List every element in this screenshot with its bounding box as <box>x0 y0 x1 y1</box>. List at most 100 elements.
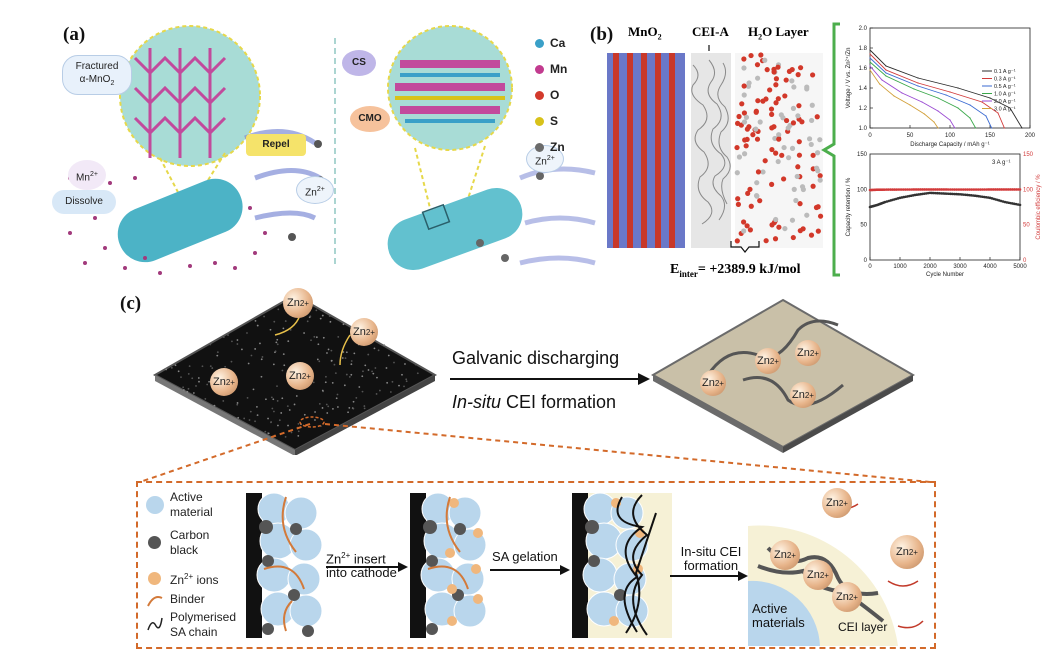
zn-ion-swatch <box>148 572 161 585</box>
chart2-point <box>939 188 943 191</box>
chart2-point <box>960 193 964 196</box>
fractured-mno2-zoom-circle <box>119 25 261 167</box>
chart2-point <box>1001 188 1005 191</box>
chart2-xtick-label: 3000 <box>953 264 967 270</box>
chart2-ytick-label: 0 <box>864 258 868 264</box>
chart1-series-line <box>869 65 956 129</box>
cei-layer-label: CEI layer <box>838 620 888 634</box>
chart1-point <box>957 87 959 89</box>
chart1-ytick-label: 1.0 <box>859 126 868 132</box>
step-1-label: Zn2+ insert into cathode <box>326 551 397 581</box>
chart1-point <box>991 127 993 129</box>
chart2-point <box>953 192 956 196</box>
mn-swatch <box>535 64 544 74</box>
chart2-xtick-label: 5000 <box>1013 264 1027 270</box>
chart2-point <box>938 192 941 195</box>
chart1-point <box>921 101 923 103</box>
green-bracket <box>821 22 840 277</box>
chart2-point <box>909 188 913 191</box>
chart2-point <box>951 188 954 191</box>
stage-3-cathode <box>572 493 672 638</box>
chart1-point <box>997 112 999 114</box>
chart1-point <box>933 121 935 123</box>
chart1-point <box>901 92 903 94</box>
chart2-point <box>998 188 1001 191</box>
chart2-point <box>949 192 952 196</box>
stage-2-cathode <box>410 493 487 638</box>
chart2-point <box>1011 188 1014 191</box>
mn-ion-bubble: Mn2+ <box>68 160 106 190</box>
zn-swatch <box>535 142 544 152</box>
process-arrow <box>450 373 650 385</box>
chart1-point <box>885 69 887 71</box>
chart2-point <box>954 192 958 196</box>
chart1-point <box>957 107 959 109</box>
chart1-point <box>917 85 919 87</box>
chart1-ytick-label: 1.2 <box>859 106 868 112</box>
chart2-point <box>1014 188 1018 191</box>
ca-swatch <box>535 38 544 48</box>
chart2-point <box>968 188 971 191</box>
chart2-point <box>971 188 975 191</box>
chart2-point <box>924 188 928 191</box>
interaction-energy: Einter= +2389.9 kJ/mol <box>670 262 801 279</box>
chart1-point <box>954 127 956 129</box>
chart2-point <box>943 192 947 195</box>
step-2-label: SA gelation <box>492 549 558 564</box>
chart2-ylabel-right: Coulombic efficiency / % <box>1036 174 1042 240</box>
chart2-xlabel: Cycle Number <box>926 272 964 278</box>
chart2-point <box>969 188 973 191</box>
chart1-point <box>869 65 871 67</box>
chart2-xtick-label: 4000 <box>983 264 997 270</box>
chart2-point <box>964 188 967 191</box>
galvanic-arrow-label-top: Galvanic discharging <box>452 348 620 368</box>
chart2-point <box>928 191 932 195</box>
chart2-point <box>930 191 934 195</box>
chart2-point <box>921 188 924 191</box>
chart1-point <box>969 117 971 119</box>
chart2-point <box>913 188 917 191</box>
zn-ion-trails-right <box>519 166 596 266</box>
chart1-point <box>985 115 987 117</box>
chart1-point <box>949 91 951 93</box>
chart2-point <box>893 188 896 191</box>
chart2-point <box>1003 188 1007 191</box>
chart2-point <box>975 188 979 191</box>
chart2-ytick-label: 50 <box>860 223 867 229</box>
chart2-point <box>983 188 986 191</box>
step-1-arrow <box>326 562 408 572</box>
binder-swatch <box>147 596 163 607</box>
chart2-point <box>906 188 909 191</box>
chart1-point <box>1021 127 1023 129</box>
chart2-point <box>883 188 887 191</box>
chart2-point <box>981 188 984 191</box>
chart2-ytick-right-label: 150 <box>1023 152 1034 158</box>
chart2-xtick-label: 1000 <box>893 264 907 270</box>
chart2-point <box>938 188 941 191</box>
chart2-point <box>908 188 911 191</box>
chart1-xtick-label: 200 <box>1025 133 1036 139</box>
chart2-point <box>951 192 954 196</box>
chart2-point <box>969 194 973 197</box>
chart2-point <box>958 192 962 196</box>
legend-zn: Zn <box>535 134 595 160</box>
cei-window <box>421 203 451 231</box>
chart2-point <box>1013 188 1016 191</box>
chart1-xtick-label: 50 <box>907 133 914 139</box>
zn-ion-burst-left: Zn2+ <box>296 176 334 204</box>
chart2-point <box>919 188 922 191</box>
chart2-point <box>930 188 934 191</box>
mno2-layer-label: MnO2 <box>628 24 662 42</box>
chart2-point <box>1009 188 1012 191</box>
step-2-arrow <box>490 565 570 575</box>
alpha-mno2-particle <box>117 178 243 263</box>
chart1-xtick-label: 100 <box>945 133 956 139</box>
chart2-point <box>932 191 936 195</box>
step-3-label: In-situ CEI formation <box>680 544 742 573</box>
chart2-ytick-right-label: 100 <box>1023 187 1034 193</box>
chart1-point <box>937 97 939 99</box>
chart1-point <box>893 95 895 97</box>
chart2-point <box>934 188 937 191</box>
